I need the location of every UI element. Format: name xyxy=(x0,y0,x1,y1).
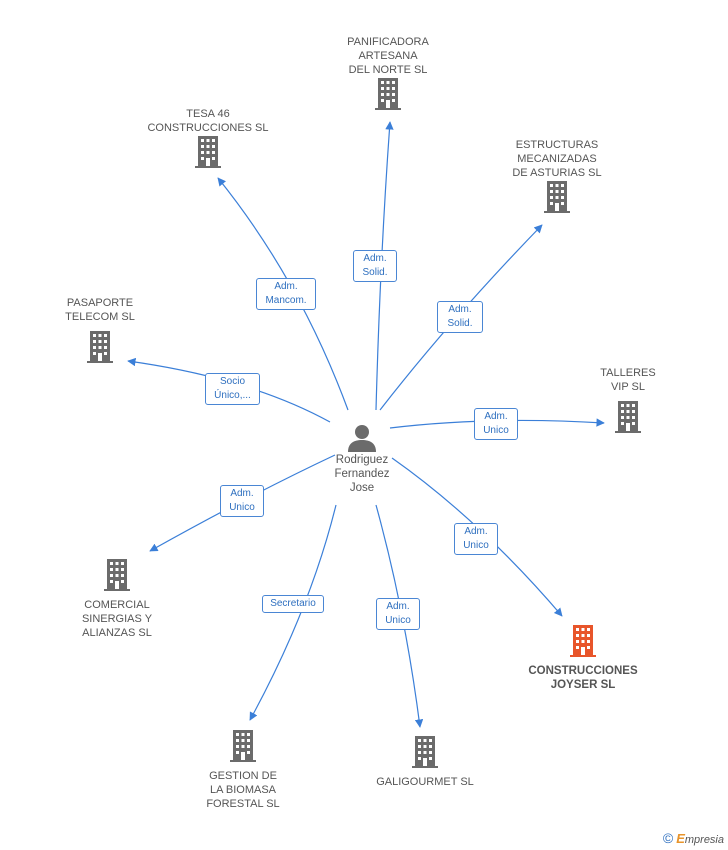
building-icon xyxy=(195,136,221,168)
building-icon xyxy=(375,78,401,110)
company-label: PASAPORTE TELECOM SL xyxy=(65,297,135,323)
building-icon xyxy=(87,331,113,363)
building-icon xyxy=(230,730,256,762)
company-label: CONSTRUCCIONES JOYSER SL xyxy=(528,665,638,691)
company-joyser[interactable]: CONSTRUCCIONES JOYSER SL xyxy=(512,624,654,692)
brand-initial: E xyxy=(676,831,685,846)
company-label: GALIGOURMET SL xyxy=(376,776,474,788)
company-label: TALLERES VIP SL xyxy=(600,367,656,393)
company-pasaporte[interactable]: PASAPORTE TELECOM SL xyxy=(40,296,160,364)
building-icon xyxy=(412,736,438,768)
company-tesa[interactable]: TESA 46 CONSTRUCCIONES SL xyxy=(130,107,286,169)
company-talleres[interactable]: TALLERES VIP SL xyxy=(578,366,678,434)
person-name: Rodriguez Fernandez Jose xyxy=(334,454,390,494)
building-icon-highlight xyxy=(570,625,596,657)
role-label-tesa: Adm. Mancom. xyxy=(256,278,316,310)
role-label-pasaporte: Socio Único,... xyxy=(205,373,260,405)
company-galigourmet[interactable]: GALIGOURMET SL xyxy=(364,735,486,789)
company-label: TESA 46 CONSTRUCCIONES SL xyxy=(147,108,269,134)
role-label-comercial: Adm. Unico xyxy=(220,485,264,517)
building-icon xyxy=(104,559,130,591)
company-comercial[interactable]: COMERCIAL SINERGIAS Y ALIANZAS SL xyxy=(57,558,177,640)
person-node[interactable]: Rodriguez Fernandez Jose xyxy=(322,423,402,495)
company-label: PANIFICADORA ARTESANA DEL NORTE SL xyxy=(347,36,429,76)
person-icon xyxy=(348,425,376,452)
company-label: COMERCIAL SINERGIAS Y ALIANZAS SL xyxy=(81,599,153,639)
role-label-joyser: Adm. Unico xyxy=(454,523,498,555)
building-icon xyxy=(615,401,641,433)
role-label-talleres: Adm. Unico xyxy=(474,408,518,440)
company-panificadora[interactable]: PANIFICADORA ARTESANA DEL NORTE SL xyxy=(318,35,458,111)
footer-brand: © Empresia xyxy=(663,830,724,846)
role-label-panificadora: Adm. Solid. xyxy=(353,250,397,282)
copyright-icon: © xyxy=(662,830,674,846)
brand-name: mpresia xyxy=(684,834,724,846)
company-estructuras[interactable]: ESTRUCTURAS MECANIZADAS DE ASTURIAS SL xyxy=(487,138,627,214)
building-icon xyxy=(544,181,570,213)
company-label: GESTION DE LA BIOMASA FORESTAL SL xyxy=(206,770,280,810)
company-label: ESTRUCTURAS MECANIZADAS DE ASTURIAS SL xyxy=(512,139,602,179)
role-label-estructuras: Adm. Solid. xyxy=(437,301,483,333)
company-gestion[interactable]: GESTION DE LA BIOMASA FORESTAL SL xyxy=(182,729,304,811)
role-label-gestion: Secretario xyxy=(262,595,324,613)
role-label-galigourmet: Adm. Unico xyxy=(376,598,420,630)
